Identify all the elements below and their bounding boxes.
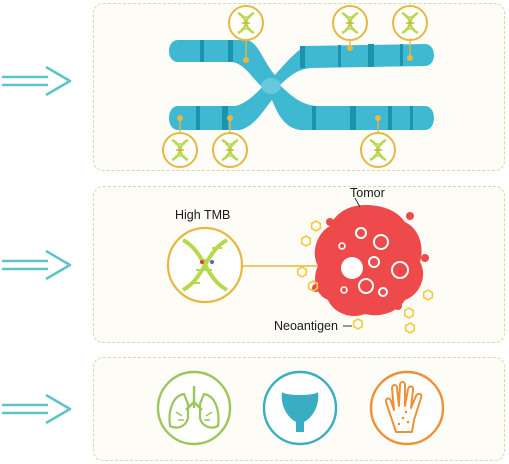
bladder-icon	[262, 370, 338, 446]
double-arrow-right-icon	[2, 393, 72, 425]
chromosome-mutation-panel	[93, 3, 505, 171]
double-arrow-right-icon	[2, 249, 72, 281]
double-arrow-right-icon	[2, 65, 72, 97]
chromosome	[169, 40, 434, 130]
tumor-label: Tomor	[350, 186, 385, 200]
skin-hand-icon	[369, 370, 445, 446]
dna-mutation-callouts	[163, 6, 427, 167]
lung-icon	[156, 370, 232, 446]
high-tmb-label: High TMB	[175, 208, 231, 222]
tumor-cell	[312, 205, 429, 317]
high-tmb-panel	[93, 186, 505, 343]
high-tmb-dna-icon	[166, 226, 244, 304]
tumor-leader-line	[354, 197, 361, 208]
neoantigen-label: Neoantigen	[274, 319, 338, 333]
